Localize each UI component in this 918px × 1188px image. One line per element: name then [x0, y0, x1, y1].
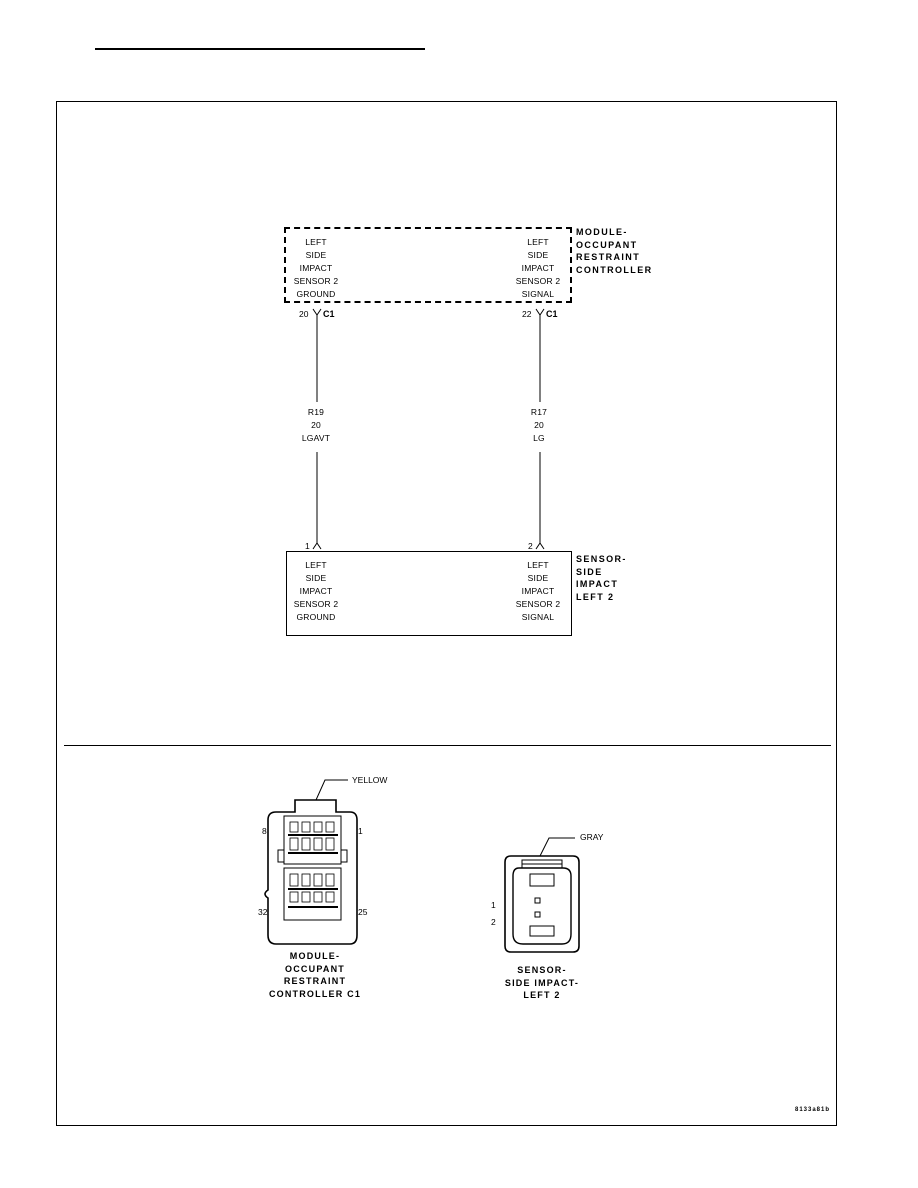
sensor-right-line: SENSOR 2 [515, 599, 561, 609]
wire-label-left: R19 20 LGAVT [296, 406, 336, 445]
diagram-frame [56, 101, 837, 1126]
sensor-pin-left: 1 [305, 541, 310, 551]
module-c1-connector-drawing [264, 779, 358, 945]
module-label-line: CONTROLLER [576, 264, 653, 275]
module-c1-name-line: MODULE- [289, 951, 341, 961]
sensor-connector-drawing [504, 837, 580, 953]
module-c1-color: YELLOW [352, 775, 388, 785]
sensor-label-line: LEFT 2 [576, 591, 615, 602]
wire-label-right: R17 20 LG [519, 406, 559, 445]
sensor-pin-right: 2 [528, 541, 533, 551]
module-right-line: IMPACT [521, 263, 555, 273]
sensor-label: SENSOR- SIDE IMPACT LEFT 2 [576, 553, 627, 603]
module-c1-pin-bottom-left: 32 [258, 907, 268, 917]
wire-color: LGAVT [301, 433, 331, 443]
sensor-right-line: SIGNAL [521, 612, 555, 622]
sensor-box [286, 551, 572, 636]
module-label-line: MODULE- [576, 227, 628, 237]
module-c1-pin-bottom-right: 25 [358, 907, 368, 917]
sensor-left-line: LEFT [305, 560, 327, 570]
module-c1-name-line: CONTROLLER C1 [268, 988, 362, 999]
module-pin-left: 20 [299, 309, 309, 319]
sensor-label-line: SIDE [576, 566, 603, 577]
sensor-label-line: IMPACT [576, 579, 619, 589]
wire-gauge: 20 [311, 420, 321, 430]
figure-id: 8133a81b [795, 1107, 831, 1113]
sensor-left-line: GROUND [296, 612, 336, 622]
sensor-connector-name-line: SIDE IMPACT- [504, 977, 580, 988]
module-c1-name-line: RESTRAINT [283, 976, 347, 986]
sensor-label-line: SENSOR- [576, 554, 627, 564]
module-c1-name-line: OCCUPANT [285, 963, 345, 974]
sensor-right-line: SIDE [527, 573, 549, 583]
module-terminal-right [535, 308, 545, 316]
module-c1-name: MODULE- OCCUPANT RESTRAINT CONTROLLER C1 [262, 950, 368, 1000]
sensor-right-line: IMPACT [521, 586, 555, 596]
sensor-left-line: SIDE [305, 573, 327, 583]
sensor-connector-color: GRAY [580, 832, 604, 842]
module-connector-left: C1 [323, 309, 335, 319]
module-right-line: SIGNAL [521, 289, 555, 299]
module-right-cell: LEFT SIDE IMPACT SENSOR 2 SIGNAL [512, 236, 564, 301]
module-right-line: SIDE [527, 250, 549, 260]
module-left-line: GROUND [296, 289, 336, 299]
wire-circuit: R17 [530, 407, 548, 417]
sensor-right-cell: LEFT SIDE IMPACT SENSOR 2 SIGNAL [512, 559, 564, 624]
sensor-connector-name-line: LEFT 2 [523, 990, 561, 1000]
sensor-connector-pin-2: 2 [491, 917, 496, 927]
wire-gauge: 20 [534, 420, 544, 430]
module-left-cell: LEFT SIDE IMPACT SENSOR 2 GROUND [290, 236, 342, 301]
module-left-line: LEFT [305, 237, 327, 247]
module-left-line: IMPACT [299, 263, 333, 273]
module-terminal-left [312, 308, 322, 316]
sensor-connector-pin-1: 1 [491, 900, 496, 910]
module-left-line: SENSOR 2 [293, 276, 339, 286]
sensor-left-line: IMPACT [299, 586, 333, 596]
sensor-left-line: SENSOR 2 [293, 599, 339, 609]
module-c1-pin-top-left: 8 [262, 826, 267, 836]
sensor-right-line: LEFT [527, 560, 549, 570]
wire-color: LG [533, 433, 545, 443]
sensor-connector-name: SENSOR- SIDE IMPACT- LEFT 2 [486, 964, 598, 1002]
module-pin-right: 22 [522, 309, 532, 319]
module-box [284, 227, 572, 303]
module-label-line: OCCUPANT [576, 239, 638, 250]
section-divider [64, 745, 831, 746]
sensor-connector-name-line: SENSOR- [517, 965, 567, 975]
module-left-line: SIDE [305, 250, 327, 260]
wire-circuit: R19 [307, 407, 325, 417]
module-label: MODULE- OCCUPANT RESTRAINT CONTROLLER [576, 226, 653, 276]
sensor-terminal-right [535, 542, 545, 550]
module-label-line: RESTRAINT [576, 252, 641, 262]
module-c1-pin-top-right: 1 [358, 826, 363, 836]
sensor-terminal-left [312, 542, 322, 550]
sensor-left-cell: LEFT SIDE IMPACT SENSOR 2 GROUND [290, 559, 342, 624]
module-right-line: SENSOR 2 [515, 276, 561, 286]
module-connector-right: C1 [546, 309, 558, 319]
header-rule [95, 48, 425, 50]
module-right-line: LEFT [527, 237, 549, 247]
